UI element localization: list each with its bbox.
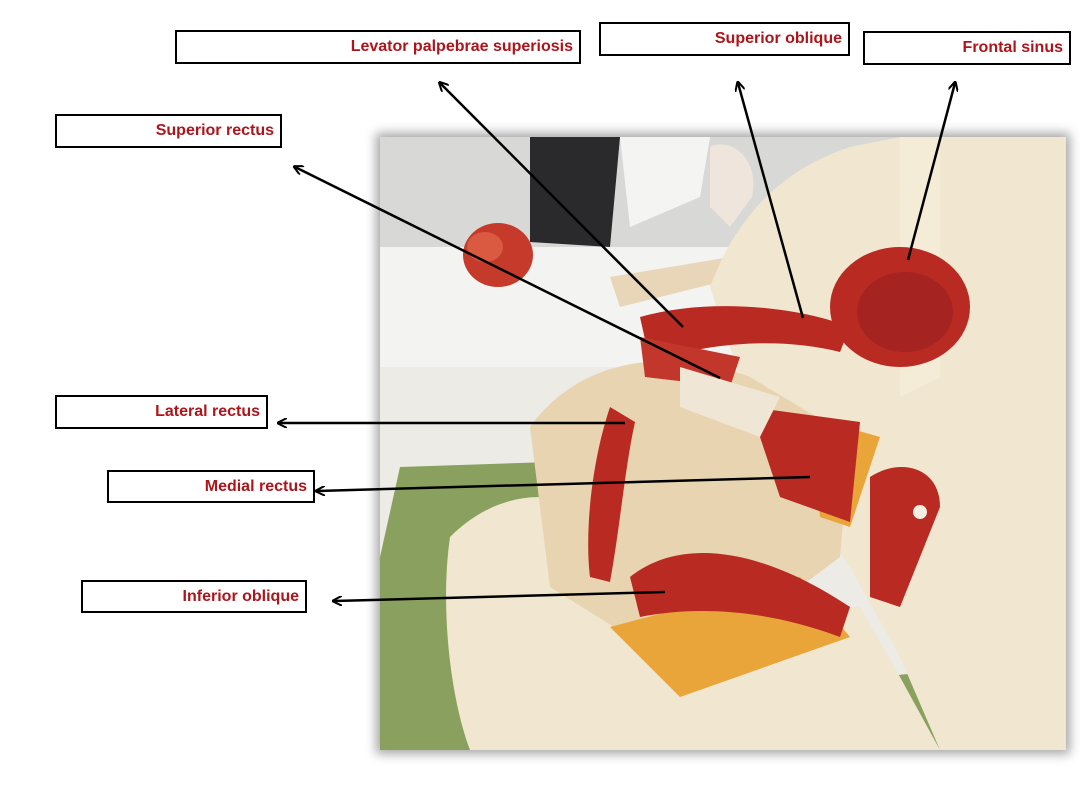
- orbit-model-illustration: [380, 137, 1066, 750]
- orbit-model-photo: [380, 137, 1066, 750]
- label-superior-oblique: Superior oblique: [599, 22, 850, 56]
- label-frontal-sinus: Frontal sinus: [863, 31, 1071, 65]
- label-medial-rectus: Medial rectus: [107, 470, 315, 503]
- label-lateral-rectus: Lateral rectus: [55, 395, 268, 429]
- label-inferior-oblique: Inferior oblique: [81, 580, 307, 613]
- label-superior-rectus: Superior rectus: [55, 114, 282, 148]
- label-levator-palpebrae-superioris: Levator palpebrae superiosis: [175, 30, 581, 64]
